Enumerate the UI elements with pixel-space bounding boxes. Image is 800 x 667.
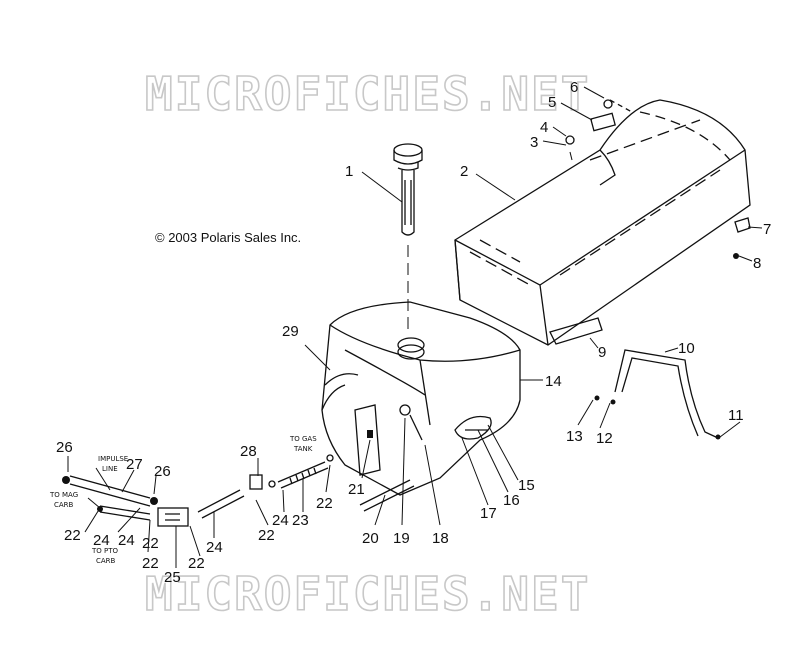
callout-11: 11	[728, 407, 744, 424]
note-to-mag-carb-1: TO MAG	[49, 491, 78, 499]
callout-12: 12	[596, 430, 613, 447]
leader-lines	[67, 86, 763, 568]
callout-14: 14	[545, 373, 562, 390]
callout-22-f: 22	[142, 535, 159, 552]
callout-22-d: 22	[258, 527, 275, 544]
callout-21: 21	[348, 481, 365, 498]
callout-24-c: 24	[93, 532, 110, 549]
callout-9: 9	[598, 344, 606, 361]
fuel-lines	[62, 454, 334, 527]
callout-24-b: 24	[206, 539, 223, 556]
callout-10: 10	[678, 340, 695, 357]
callout-20: 20	[362, 530, 379, 547]
callout-15: 15	[518, 477, 535, 494]
callout-28: 28	[240, 443, 257, 460]
handle	[594, 349, 721, 440]
note-to-gas-tank-1: TO GAS	[289, 435, 317, 443]
callout-22-c: 22	[188, 555, 205, 572]
fuel-tank	[321, 301, 521, 512]
callout-22-b: 22	[142, 555, 159, 572]
callout-22-e: 22	[316, 495, 333, 512]
callout-3: 3	[530, 134, 538, 151]
callout-23: 23	[292, 512, 309, 529]
filler-neck	[393, 143, 423, 330]
callout-7: 7	[763, 221, 771, 238]
callout-19: 19	[393, 530, 410, 547]
callout-8: 8	[753, 255, 761, 272]
callout-16: 16	[503, 492, 520, 509]
callout-25: 25	[164, 569, 181, 586]
watermark-top: MICROFICHES.NET	[145, 67, 590, 121]
callout-4: 4	[540, 119, 548, 136]
callout-29: 29	[282, 323, 299, 340]
note-impulse-line-2: LINE	[102, 465, 118, 473]
watermark-bottom: MICROFICHES.NET	[145, 567, 590, 621]
note-to-gas-tank-2: TANK	[293, 445, 313, 453]
callout-5: 5	[548, 94, 556, 111]
copyright-text: © 2003 Polaris Sales Inc.	[155, 230, 302, 245]
note-to-mag-carb-2: CARB	[54, 501, 74, 509]
callout-26-a: 26	[56, 439, 73, 456]
note-to-pto-carb-2: CARB	[96, 557, 116, 565]
note-to-pto-carb-1: TO PTO	[91, 547, 119, 555]
screw-8	[733, 253, 739, 259]
callout-26-b: 26	[154, 463, 171, 480]
callout-1: 1	[345, 163, 353, 180]
callout-27: 27	[126, 456, 143, 473]
callout-2: 2	[460, 163, 468, 180]
callout-22-a: 22	[64, 527, 81, 544]
callout-18: 18	[432, 530, 449, 547]
callout-24-a: 24	[272, 512, 289, 529]
note-impulse-line-1: IMPULSE	[98, 455, 128, 463]
callout-13: 13	[566, 428, 583, 445]
callout-6: 6	[570, 79, 578, 96]
callout-24-d: 24	[118, 532, 135, 549]
callout-17: 17	[480, 505, 497, 522]
seat	[454, 99, 751, 346]
